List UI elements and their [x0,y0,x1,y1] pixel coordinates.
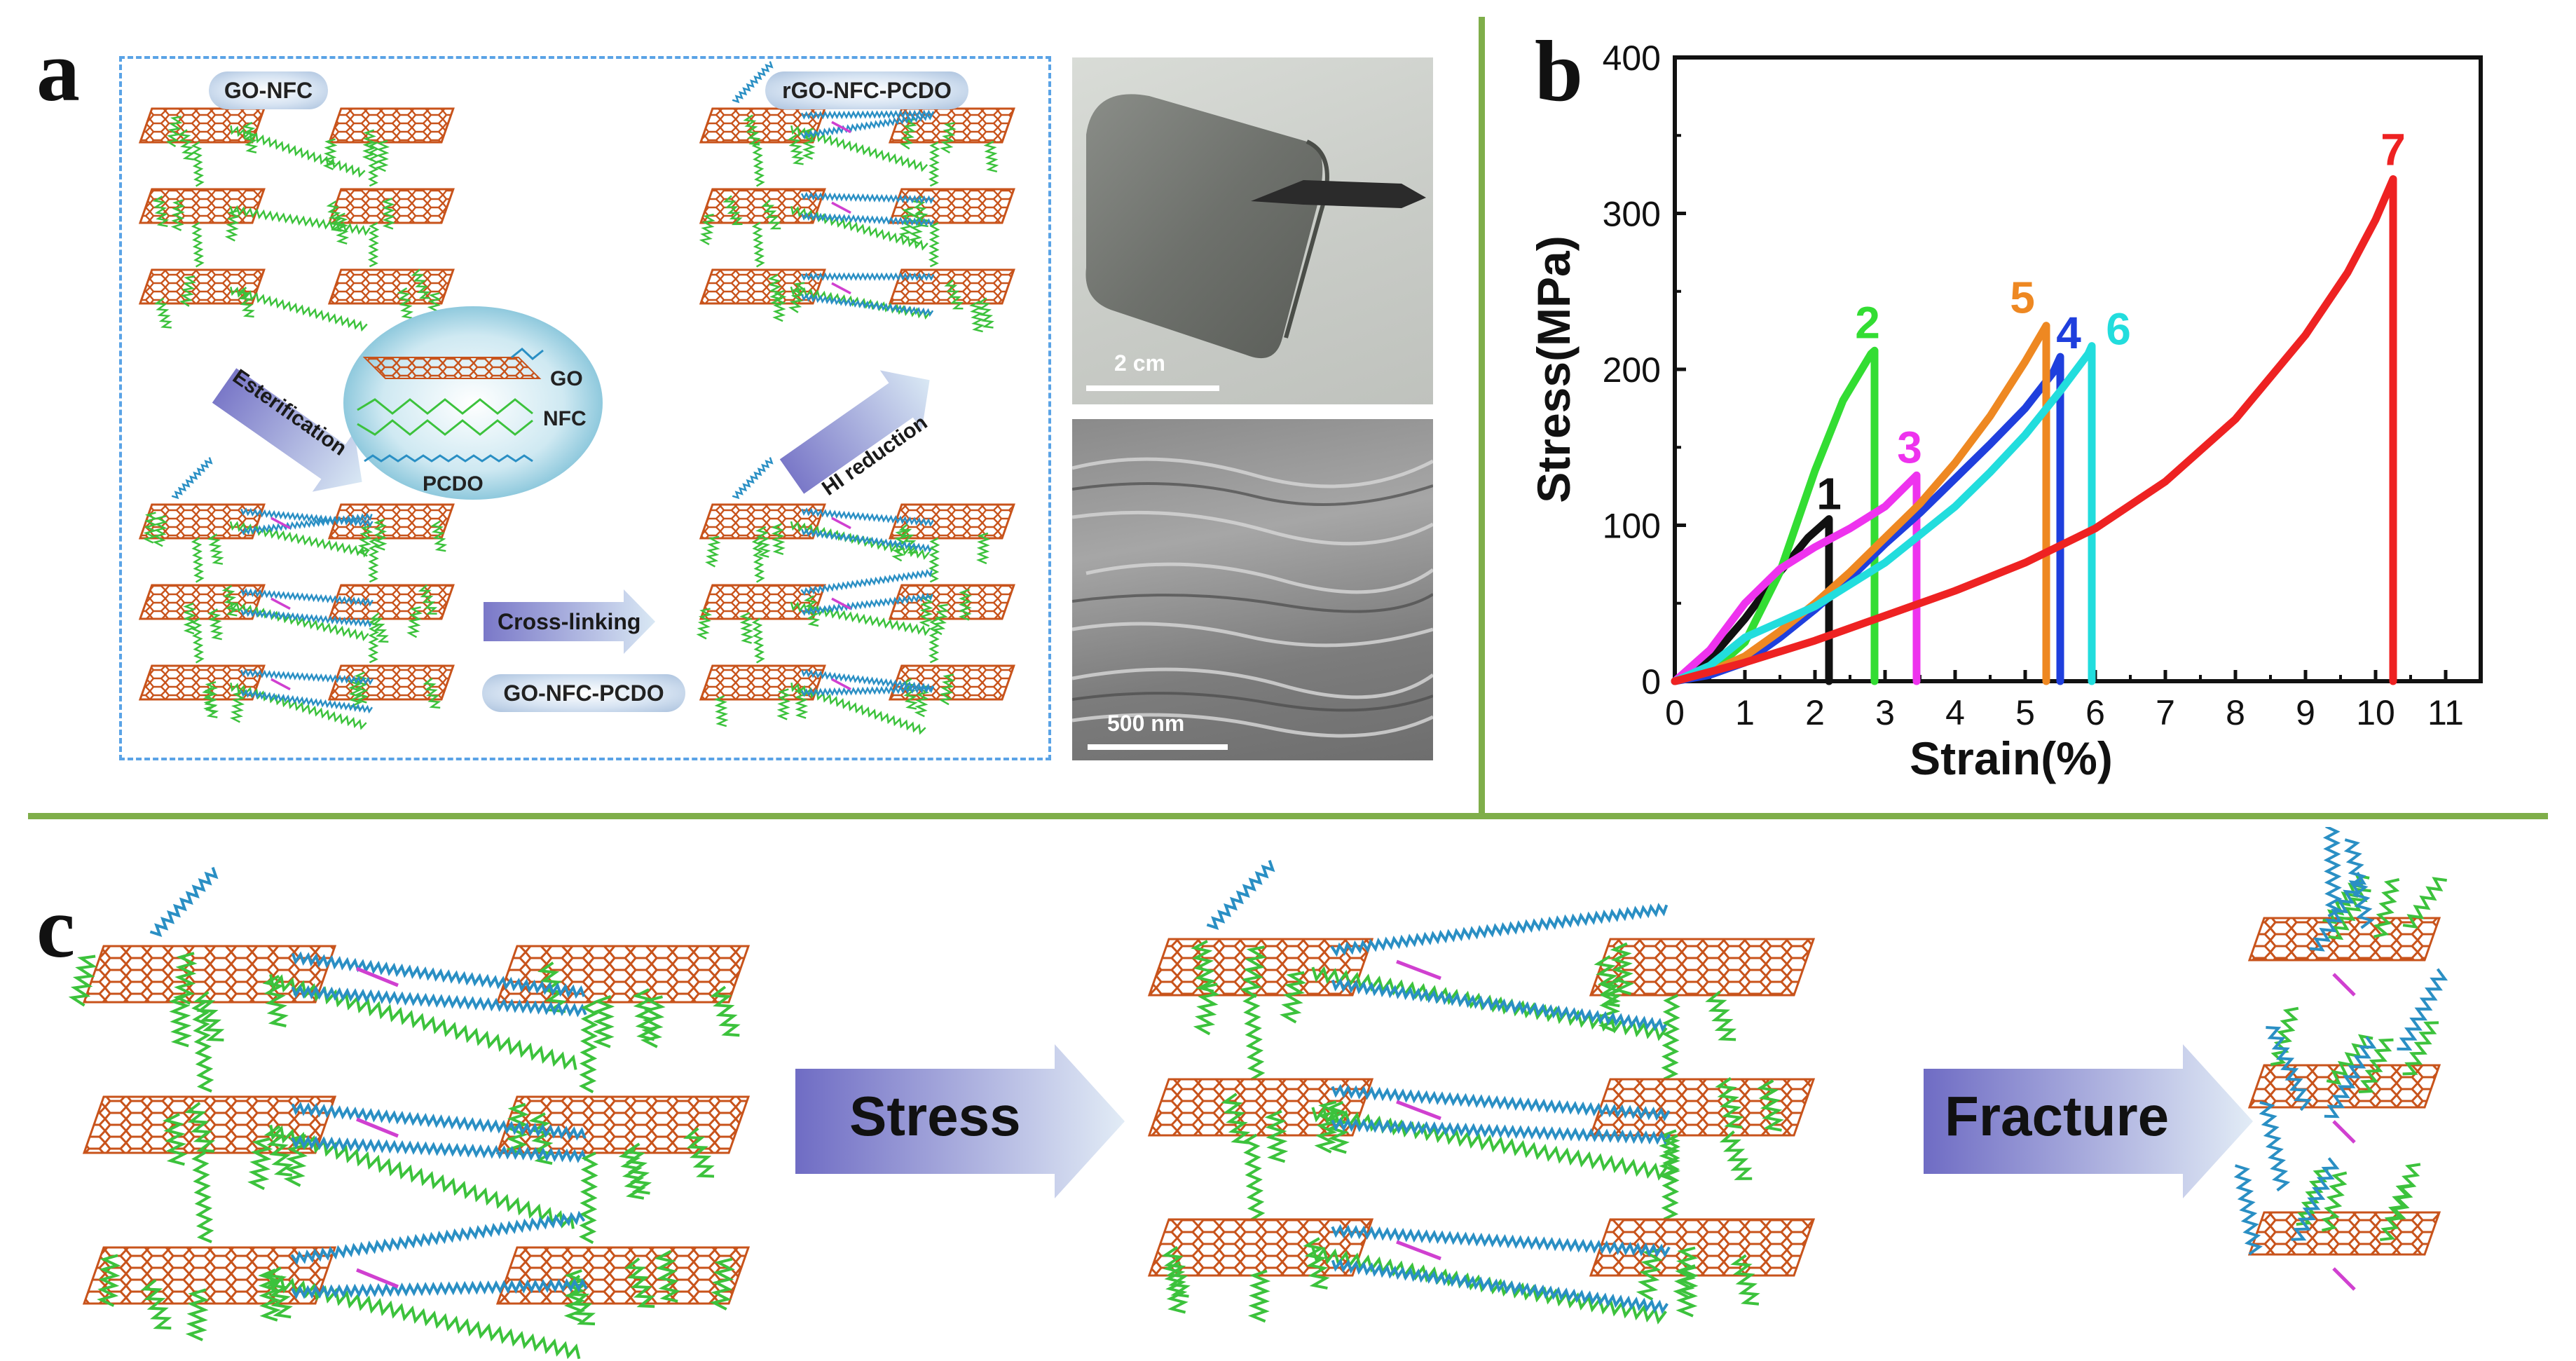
stressed-structure [1147,860,1816,1325]
label-rgo-nfc-pcdo: rGO-NFC-PCDO [765,71,968,109]
graphene-sheet [327,503,455,540]
graphene-sheet [495,945,751,1004]
graphene-sheet [1589,938,1816,997]
x-tick-label: 1 [1735,693,1755,732]
series-lines [1671,175,2397,685]
graphene-sheet [888,188,1015,224]
x-tick-label: 9 [2296,693,2315,732]
photo-scale-bar [1086,385,1219,391]
graphene-sheet [699,664,826,701]
series-5-label: 5 [2010,273,2035,323]
stress-label: Stress [849,1085,1021,1147]
legend-nfc-chain [357,398,533,436]
graphene-sheet [327,107,455,144]
legend-pcdo-chain [364,454,533,463]
component-legend-bubble [343,306,603,500]
intact-structure [68,867,751,1360]
graphene-sheet [138,268,266,305]
hi-reduction-arrow [779,370,930,494]
sem-scale-label: 500 nm [1107,711,1185,736]
series-6-label: 6 [2106,304,2131,355]
fracture-mechanism-schematic: Stress Fracture [68,827,2448,1360]
graphene-sheet [327,188,455,224]
series-4-label: 4 [2056,308,2081,358]
x-tick-label: 2 [1805,693,1825,732]
fracture-arrow [1924,1044,2253,1198]
photo-scale-label: 2 cm [1114,350,1165,376]
graphene-sheet [327,268,455,305]
graphene-sheet [1589,1078,1816,1137]
legend-go-label: GO [550,367,583,390]
x-tick-label: 6 [2085,693,2105,732]
fabrication-schematic: GO NFC PCDO Esterification HI reduction … [138,61,1015,735]
y-tick-label: 300 [1603,195,1661,234]
sem-cross-section [1072,419,1433,760]
schematic-dashed-frame [119,56,1051,760]
label-go-nfc: GO-NFC [209,71,328,109]
x-tick-label: 3 [1875,693,1895,732]
y-tick-label: 400 [1603,39,1661,78]
x-tick-label: 7 [2156,693,2175,732]
graphene-sheet [888,584,1015,620]
x-tick-label: 5 [2015,693,2035,732]
graphene-sheet [888,268,1015,305]
y-tick-label: 100 [1603,507,1661,546]
legend-pcdo-label: PCDO [423,472,484,495]
y-axis-title: Stress(MPa) [1528,235,1580,502]
graphene-sheet [327,664,455,701]
panel-label-b: b [1535,23,1583,119]
film-photo [1072,57,1433,404]
stress-arrow [795,1044,1125,1198]
rolled-film [1085,94,1323,359]
sem-scale-bar [1088,744,1228,750]
series-6-line [1671,342,2096,685]
x-tick-label: 10 [2356,693,2395,732]
graphene-sheet [327,584,455,620]
panel-label-c: c [36,880,76,976]
graphene-sheet [495,1095,751,1154]
x-tick-label: 11 [2427,693,2464,732]
series-labels: 1 2 3 45 6 7 [1816,125,2406,519]
x-axis-title: Strain(%) [1910,732,2113,784]
esterification-arrow [212,368,362,492]
cross-linking-arrow [484,589,655,654]
fractured-structure [2233,827,2448,1291]
y-tick-label: 0 [1641,662,1661,702]
series-3-line [1671,471,1921,685]
fractured-sheet [2247,917,2441,962]
series-1-label: 1 [1816,469,1842,519]
x-tick-label: 4 [1945,693,1965,732]
cross-linking-label: Cross-linking [498,609,640,634]
series-7-label: 7 [2380,125,2406,175]
series-5-line [1671,322,2050,685]
panel-label-a: a [36,23,80,119]
x-tick-label: 0 [1665,693,1685,732]
panel-divider-vertical [1479,17,1485,813]
series-2-label: 2 [1855,297,1880,348]
x-tick-label: 8 [2226,693,2245,732]
series-3-label: 3 [1897,422,1922,472]
y-tick-label: 200 [1603,350,1661,390]
panel-divider-horizontal [28,813,2548,819]
tweezers [1251,180,1426,208]
legend-go-sheet [362,348,544,379]
series-7-line [1671,175,2397,685]
fracture-label: Fracture [1945,1085,2169,1147]
graphene-sheet [888,503,1015,540]
graphene-sheet [495,1246,751,1305]
fractured-sheet [2247,1211,2441,1256]
label-go-nfc-pcdo: GO-NFC-PCDO [482,674,685,712]
legend-nfc-label: NFC [543,407,587,430]
